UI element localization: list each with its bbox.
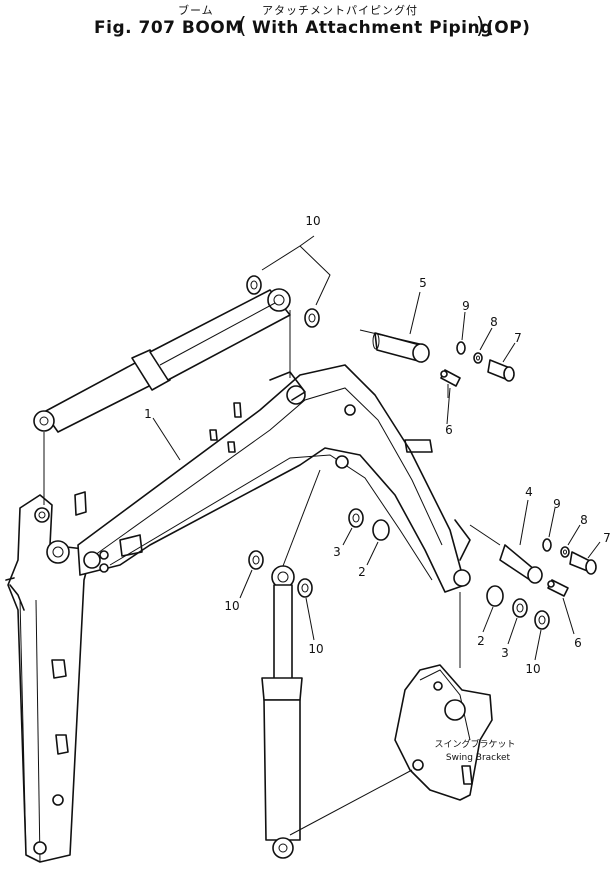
callout-6-upper: 6	[445, 423, 453, 437]
callout-9-lower: 9	[553, 497, 561, 511]
pin-5	[372, 332, 430, 363]
figure-description: With Attachment Piping	[252, 18, 493, 38]
bushing-3-center	[348, 508, 364, 528]
open-paren: (	[238, 14, 248, 39]
part-name-jp: ブーム	[178, 4, 214, 17]
arm-cylinder	[33, 288, 291, 433]
callout-2-center: 2	[358, 565, 366, 579]
washer-8-lower	[560, 546, 570, 558]
washer-9-lower	[542, 538, 552, 552]
callout-8-upper: 8	[490, 315, 498, 329]
bushing-3-right	[512, 598, 528, 618]
bolt-7-lower	[569, 551, 597, 575]
bolt-7-upper	[487, 359, 515, 382]
shim-10-lower-right	[534, 610, 550, 630]
callout-2-right: 2	[477, 634, 485, 648]
figure-header: ブーム アタッチメントパイピング付 Fig. 707 BOOM ( With A…	[0, 0, 615, 70]
callout-1: 1	[144, 407, 152, 421]
grease-fitting-6-upper	[440, 369, 461, 387]
callout-6-lower: 6	[574, 636, 582, 650]
callout-numbers: 10 5 9 8 7 6 1 3 2 10 10 4 9 8 7 6 2 3 1…	[144, 214, 611, 676]
boom-cylinder	[261, 565, 303, 859]
callout-10-lower-right: 10	[525, 662, 540, 676]
swing-bracket	[394, 664, 493, 801]
callout-9-upper: 9	[462, 299, 470, 313]
callout-10-mid-left: 10	[224, 599, 239, 613]
grease-fitting-6-lower	[547, 579, 569, 597]
swing-bracket-label: スイングブラケット Swing Bracket	[434, 738, 515, 763]
close-paren: )	[476, 14, 486, 39]
figure-title: Fig. 707 BOOM	[94, 18, 243, 38]
option-jp: アタッチメントパイピング付	[262, 4, 418, 17]
boom	[74, 364, 471, 593]
shim-10-top-left	[246, 275, 262, 295]
option-code: (OP)	[486, 18, 531, 38]
callout-3-right: 3	[501, 646, 509, 660]
assembly-lines	[43, 310, 501, 836]
washer-8-upper	[473, 352, 483, 364]
callout-3-center: 3	[333, 545, 341, 559]
bushing-2-right	[486, 585, 504, 607]
swing-bracket-label-en: Swing Bracket	[446, 753, 511, 763]
washer-9-upper	[456, 341, 466, 355]
callout-10-mid-right: 10	[308, 642, 323, 656]
callout-10-top: 10	[305, 214, 320, 228]
shim-10-mid-right	[297, 578, 313, 598]
swing-bracket-label-jp: スイングブラケット	[434, 738, 515, 750]
callout-7-upper: 7	[514, 331, 522, 345]
arm-assembly	[5, 494, 93, 863]
bushing-2-center	[372, 519, 390, 541]
pin-4	[499, 544, 543, 584]
callout-4: 4	[525, 485, 533, 499]
callout-7-lower: 7	[603, 531, 611, 545]
callout-leaders	[152, 235, 601, 661]
shim-10-top-right	[304, 308, 320, 328]
callout-8-lower: 8	[580, 513, 588, 527]
callout-5: 5	[419, 276, 427, 290]
shim-10-mid-left	[248, 550, 264, 570]
